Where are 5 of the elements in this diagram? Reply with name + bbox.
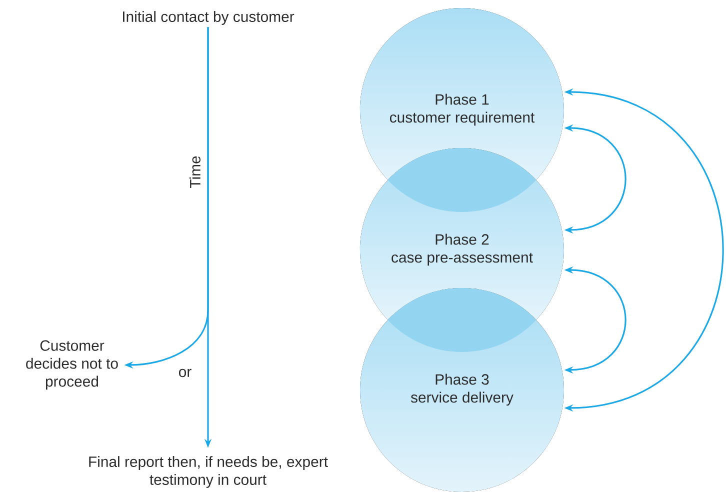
text-label: Customer decides not to proceed (26, 340, 118, 390)
edge-label: or (177, 368, 193, 378)
text-label: Final report then, if needs be, expert testimony in court (89, 456, 328, 488)
text-label: Initial contact by customer (123, 11, 294, 25)
edge-label: Time (188, 154, 202, 190)
